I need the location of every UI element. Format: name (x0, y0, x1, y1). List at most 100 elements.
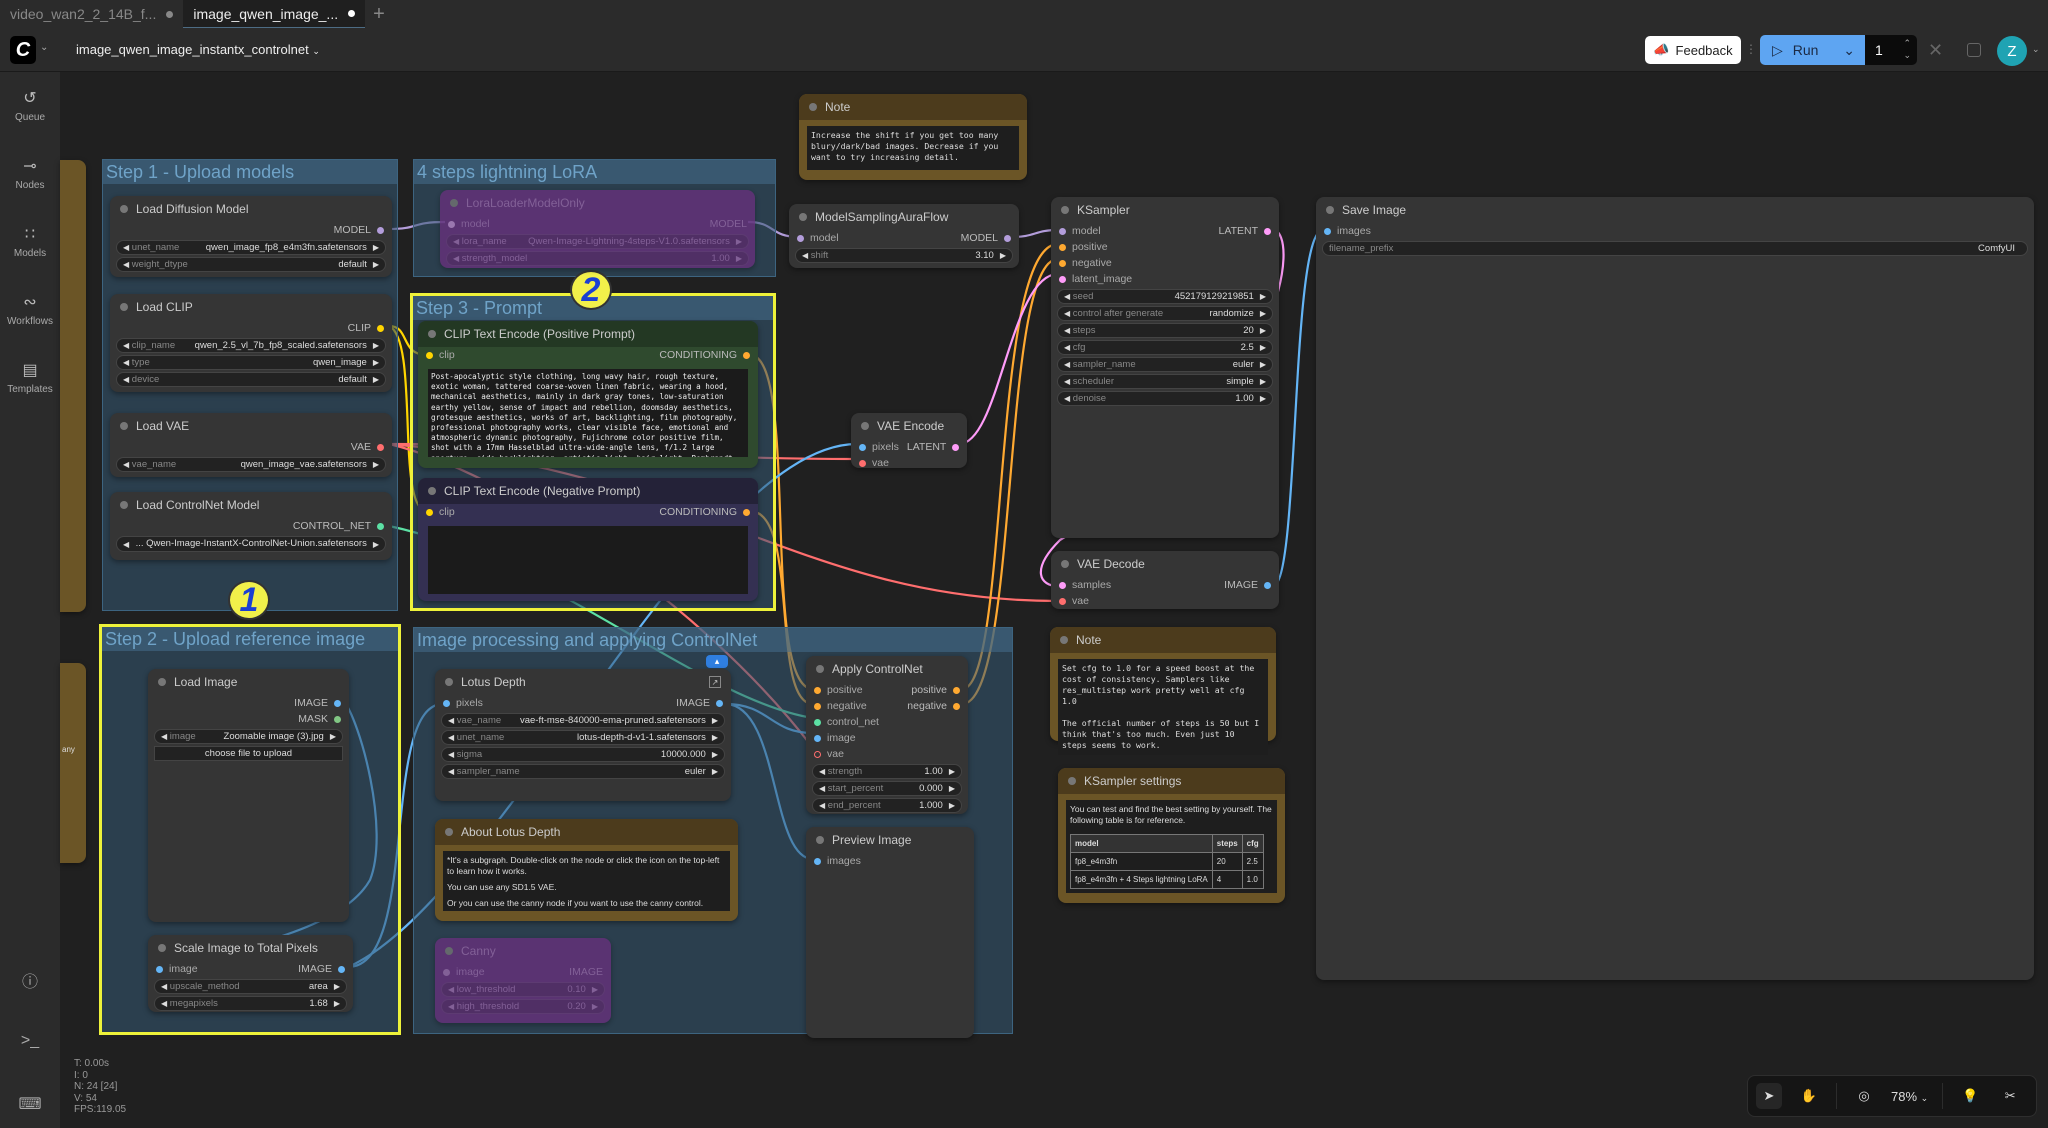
sidebar-item-nodes[interactable]: ⊸Nodes (0, 156, 60, 191)
arrow-right-icon[interactable]: ▶ (372, 460, 379, 469)
collapse-dot-icon[interactable] (120, 303, 128, 311)
collapse-dot-icon[interactable] (428, 330, 436, 338)
group-title[interactable]: Step 1 - Upload models (103, 160, 397, 184)
arrow-right-icon[interactable]: ▶ (372, 341, 379, 350)
chevron-down-icon[interactable]: ⌄ (2032, 44, 2040, 54)
slot-dot-icon[interactable] (1324, 227, 1331, 235)
arrow-right-icon[interactable]: ▶ (591, 1002, 598, 1011)
sidebar-item-templates[interactable]: ▤Templates (0, 360, 60, 395)
collapse-dot-icon[interactable] (120, 422, 128, 430)
arrow-right-icon[interactable]: ▶ (711, 733, 718, 742)
slot-dot-icon[interactable] (1059, 275, 1066, 283)
slot-dot-icon[interactable] (443, 699, 450, 707)
open-subgraph-icon[interactable]: ↗ (709, 676, 721, 688)
output-slot-image[interactable]: IMAGE (148, 695, 349, 711)
collapse-dot-icon[interactable] (809, 103, 817, 111)
arrow-left-icon[interactable]: ◀ (1064, 377, 1071, 386)
arrow-right-icon[interactable]: ▶ (735, 237, 742, 246)
arrow-left-icon[interactable]: ◀ (123, 358, 130, 367)
input-slot-control-net[interactable]: control_net (806, 714, 968, 730)
arrow-right-icon[interactable]: ▶ (948, 784, 955, 793)
arrow-left-icon[interactable]: ◀ (448, 750, 455, 759)
node-title[interactable]: CLIP Text Encode (Positive Prompt) (418, 321, 758, 347)
new-tab-plus-icon[interactable]: + (373, 2, 385, 25)
stepper-icon[interactable]: ⌃⌄ (1903, 38, 1911, 60)
node-title[interactable]: LoraLoaderModelOnly (440, 190, 755, 216)
zoom-dropdown[interactable]: 78% ⌄ (1891, 1089, 1928, 1104)
arrow-right-icon[interactable]: ▶ (711, 767, 718, 776)
cancel-icon[interactable]: ✕ (1928, 40, 1944, 60)
slot-dot-icon[interactable] (377, 443, 384, 451)
feedback-button[interactable]: 📣Feedback (1645, 36, 1741, 64)
negative-prompt-textarea[interactable] (428, 526, 748, 594)
collapse-dot-icon[interactable] (428, 487, 436, 495)
arrow-left-icon[interactable]: ◀ (123, 260, 130, 269)
chevron-down-icon[interactable]: ⌄ (40, 42, 49, 53)
arrow-left-icon[interactable]: ◀ (1064, 309, 1071, 318)
arrow-left-icon[interactable]: ◀ (161, 732, 168, 741)
arrow-left-icon[interactable]: ◀ (1064, 326, 1071, 335)
arrow-left-icon[interactable]: ◀ (161, 999, 168, 1008)
slot-dot-icon[interactable] (1059, 581, 1066, 589)
node-title[interactable]: VAE Decode (1051, 551, 1279, 577)
collapse-dot-icon[interactable] (1060, 636, 1068, 644)
arrow-right-icon[interactable]: ▶ (372, 539, 379, 549)
sidebar-item-models[interactable]: ∷Models (0, 224, 60, 259)
node-title[interactable]: Apply ControlNet (806, 656, 968, 682)
arrow-right-icon[interactable]: ▶ (735, 254, 742, 263)
slot-dot-icon[interactable] (953, 686, 960, 694)
note-text[interactable]: Set cfg to 1.0 for a speed boost at the … (1058, 659, 1268, 755)
collapse-dot-icon[interactable] (1326, 206, 1334, 214)
arrow-right-icon[interactable]: ▶ (711, 750, 718, 759)
lightbulb-icon[interactable]: 💡 (1962, 1088, 1979, 1103)
arrow-right-icon[interactable]: ▶ (948, 767, 955, 776)
collapse-dot-icon[interactable] (120, 501, 128, 509)
slot-dot-icon[interactable] (334, 715, 341, 723)
node-ksampler-settings-note[interactable]: KSampler settings You can test and find … (1058, 768, 1285, 903)
comfy-logo-icon[interactable]: C (10, 36, 36, 64)
arrow-right-icon[interactable]: ▶ (1259, 343, 1266, 352)
arrow-left-icon[interactable]: ◀ (1064, 292, 1071, 301)
input-slot-vae[interactable]: vae (1051, 593, 1279, 609)
arrow-right-icon[interactable]: ▶ (711, 716, 718, 725)
node-title[interactable]: VAE Encode (851, 413, 967, 439)
queue-count-input[interactable]: 1⌃⌄ (1865, 35, 1917, 65)
collapse-dot-icon[interactable] (1061, 206, 1069, 214)
arrow-left-icon[interactable]: ◀ (453, 237, 460, 246)
group-title[interactable]: 4 steps lightning LoRA (414, 160, 775, 184)
slot-dot-icon[interactable] (377, 324, 384, 332)
slot-dot-icon[interactable] (953, 702, 960, 710)
positive-prompt-textarea[interactable]: Post-apocalyptic style clothing, long wa… (428, 369, 748, 457)
collapse-dot-icon[interactable] (1061, 560, 1069, 568)
output-slot-clip[interactable]: CLIP (110, 320, 392, 336)
arrow-left-icon[interactable]: ◀ (819, 801, 826, 810)
node-title[interactable]: Canny (435, 938, 611, 964)
slot-dot-icon[interactable] (1059, 227, 1066, 235)
chevron-down-icon[interactable]: ⌄ (1843, 41, 1855, 58)
